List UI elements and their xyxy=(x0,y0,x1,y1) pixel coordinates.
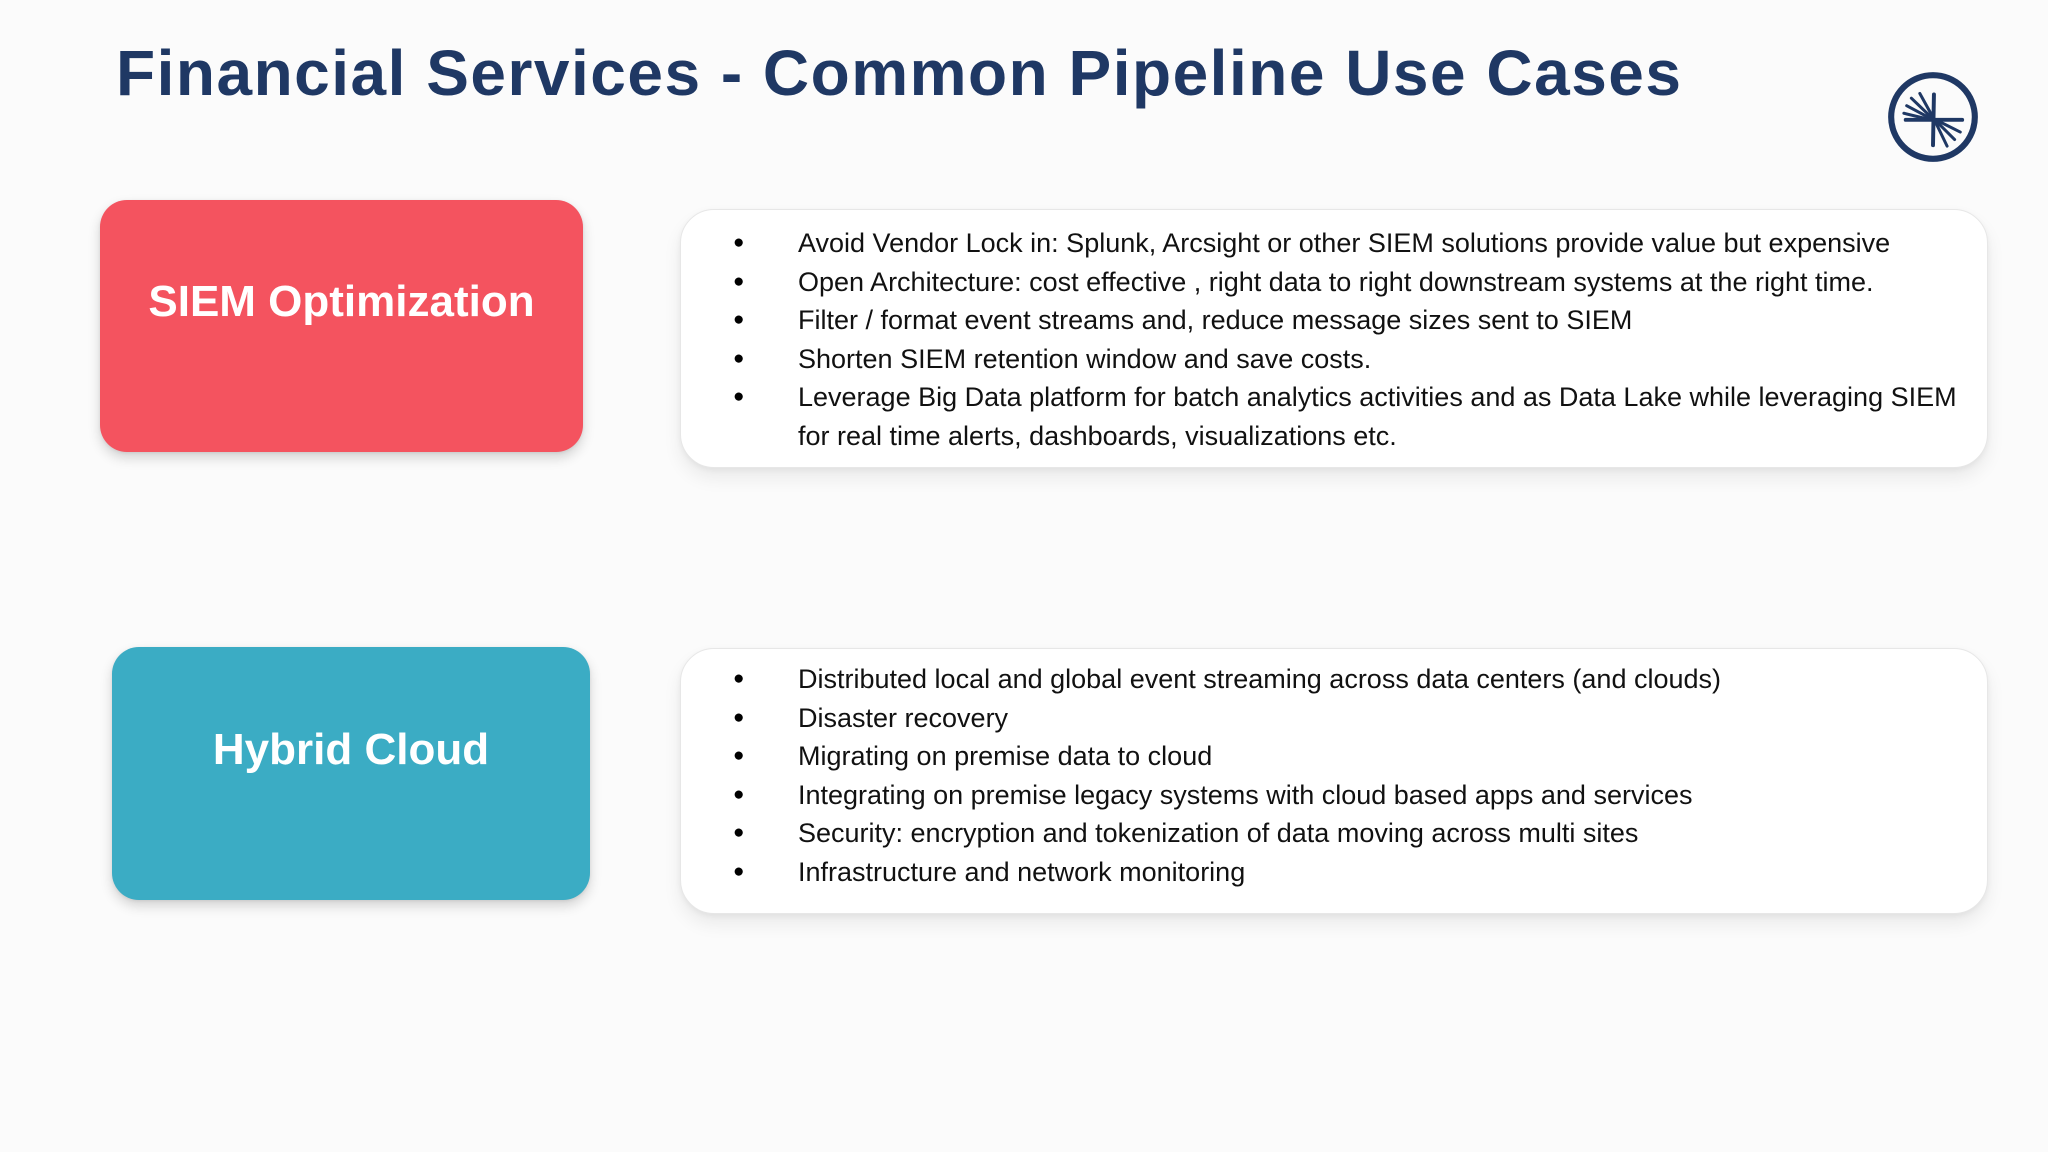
bullet-item: Filter / format event streams and, reduc… xyxy=(681,301,1961,340)
bullet-item: Avoid Vendor Lock in: Splunk, Arcsight o… xyxy=(681,224,1961,263)
card-label-hybrid: Hybrid Cloud xyxy=(212,724,490,774)
bullet-item: Open Architecture: cost effective , righ… xyxy=(681,263,1961,302)
bullet-item: Security: encryption and tokenization of… xyxy=(681,814,1961,853)
bullet-item: Infrastructure and network monitoring xyxy=(681,853,1961,892)
bullet-item: Integrating on premise legacy systems wi… xyxy=(681,776,1961,815)
page-title: Financial Services - Common Pipeline Use… xyxy=(116,37,1683,109)
bullet-list-siem: Avoid Vendor Lock in: Splunk, Arcsight o… xyxy=(681,210,1987,456)
bullet-item: Leverage Big Data platform for batch ana… xyxy=(681,378,1961,455)
panel-siem-bullets: Avoid Vendor Lock in: Splunk, Arcsight o… xyxy=(680,209,1988,468)
card-label-siem: SIEM Optimization xyxy=(148,277,535,326)
bullet-item: Migrating on premise data to cloud xyxy=(681,737,1961,776)
panel-hybrid-bullets: Distributed local and global event strea… xyxy=(680,648,1988,914)
bullet-item: Shorten SIEM retention window and save c… xyxy=(681,340,1961,379)
bullet-item: Disaster recovery xyxy=(681,699,1961,738)
confluent-burst-icon xyxy=(1886,70,1980,164)
card-siem-optimization: SIEM Optimization xyxy=(100,200,583,452)
bullet-list-hybrid: Distributed local and global event strea… xyxy=(681,649,1987,892)
card-hybrid-cloud: Hybrid Cloud xyxy=(112,647,590,900)
bullet-item: Distributed local and global event strea… xyxy=(681,660,1961,699)
